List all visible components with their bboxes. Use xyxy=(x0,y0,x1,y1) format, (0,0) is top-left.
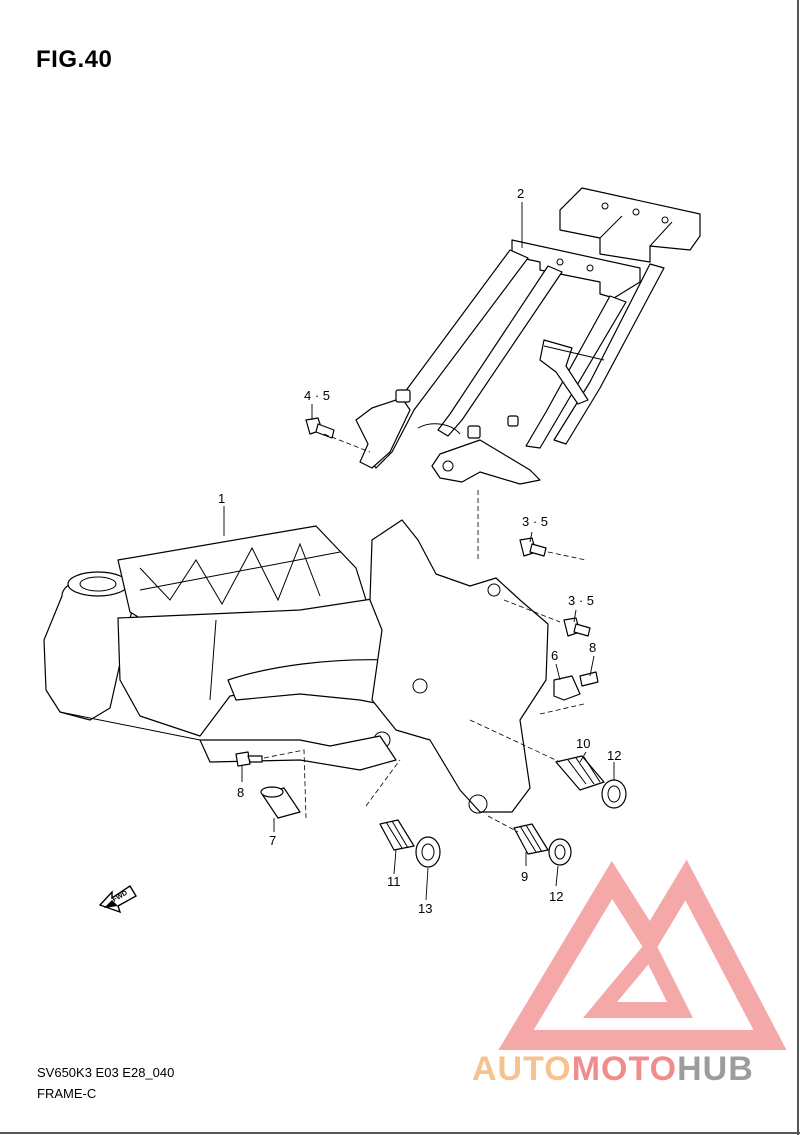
watermark-moto: MOTO xyxy=(571,1050,678,1088)
group-name: FRAME-C xyxy=(37,1086,97,1101)
callout-9: 9 xyxy=(521,869,528,884)
watermark-wordmark: AUTOMOTOHUB xyxy=(472,1050,754,1089)
nut-12-lower xyxy=(548,838,572,866)
bolt-4-5 xyxy=(305,417,335,439)
spacer-7 xyxy=(260,786,301,819)
adjuster-9 xyxy=(513,823,549,855)
callout-13: 13 xyxy=(418,901,432,916)
callout-11: 11 xyxy=(387,874,401,889)
seat-rail-drawing xyxy=(355,187,701,485)
callout-10: 10 xyxy=(576,736,590,751)
adjuster-11 xyxy=(379,819,415,851)
watermark-hub: HUB xyxy=(677,1050,754,1088)
model-code: SV650K3 E03 E28_040 xyxy=(37,1065,175,1080)
callout-8-right: 8 xyxy=(589,640,596,655)
watermark-logo xyxy=(498,859,787,1050)
callout-1: 1 xyxy=(218,491,225,506)
bolt-3-5-lower xyxy=(563,617,591,637)
bolt-8-right xyxy=(579,671,599,687)
nut-13 xyxy=(415,836,441,868)
forward-arrow-icon: FWD xyxy=(98,885,137,914)
callout-8-left: 8 xyxy=(237,785,244,800)
collar-6 xyxy=(553,675,581,701)
callout-4-5: 4 · 5 xyxy=(304,388,330,403)
watermark-auto: AUTO xyxy=(472,1050,572,1088)
callout-7: 7 xyxy=(269,833,276,848)
figure-title: FIG.40 xyxy=(36,46,113,73)
callout-2: 2 xyxy=(517,186,524,201)
bolt-8-left xyxy=(235,751,263,767)
adjuster-10 xyxy=(555,755,605,791)
main-frame-drawing xyxy=(43,519,549,814)
callout-12-lower: 12 xyxy=(549,889,563,904)
bolt-3-5-upper xyxy=(519,537,547,557)
callout-6: 6 xyxy=(551,648,558,663)
nut-12-upper xyxy=(601,779,627,809)
callout-3-5-lower: 3 · 5 xyxy=(568,593,594,608)
callout-3-5-upper: 3 · 5 xyxy=(522,514,548,529)
callout-12-upper: 12 xyxy=(607,748,621,763)
